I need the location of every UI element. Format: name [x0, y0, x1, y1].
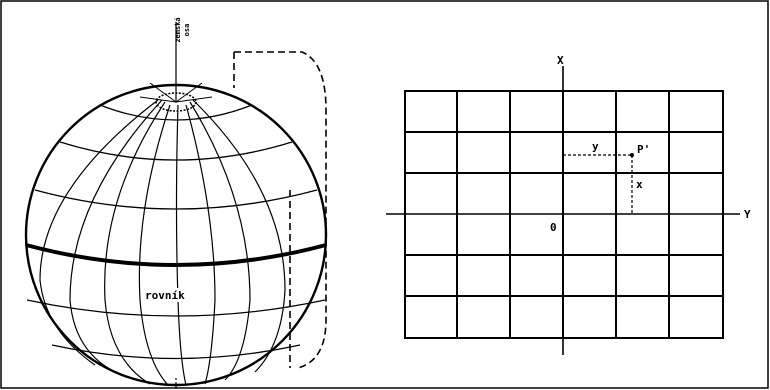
- meridian-3: [138, 104, 171, 386]
- point-construction: [563, 154, 633, 214]
- equator-label: rovník: [145, 289, 185, 302]
- coord-y-label: y: [592, 140, 599, 153]
- meridian-2: [104, 101, 166, 385]
- globe-parallels: [26, 104, 326, 360]
- axis-label-line2: osa: [183, 24, 191, 37]
- point-p-marker: [630, 153, 634, 157]
- projection-cylinder: [233, 51, 327, 369]
- point-label: P': [637, 143, 650, 156]
- x-axis-label: X: [557, 54, 564, 67]
- coord-x-label: x: [636, 178, 643, 191]
- parallel-2: [59, 141, 293, 161]
- meridian-5: [185, 104, 216, 385]
- meridian-4: [175, 104, 187, 386]
- grid-axes: [386, 66, 740, 355]
- globe-meridians: [39, 99, 286, 386]
- parallel-5: [26, 299, 326, 317]
- parallel-6: [51, 344, 301, 360]
- axis-label-line1: zemská: [174, 17, 182, 42]
- equator-label-bg: [142, 288, 190, 302]
- origin-label: 0: [550, 221, 557, 234]
- equator-line: [25, 243, 327, 267]
- y-axis-label: Y: [744, 208, 751, 221]
- meridian-6: [189, 101, 251, 381]
- globe: [24, 22, 328, 390]
- meridian-1: [69, 99, 163, 379]
- meridian-8: [39, 99, 159, 366]
- meridian-7: [192, 99, 286, 373]
- parallel-1: [99, 104, 253, 121]
- globe-outline: [24, 83, 328, 387]
